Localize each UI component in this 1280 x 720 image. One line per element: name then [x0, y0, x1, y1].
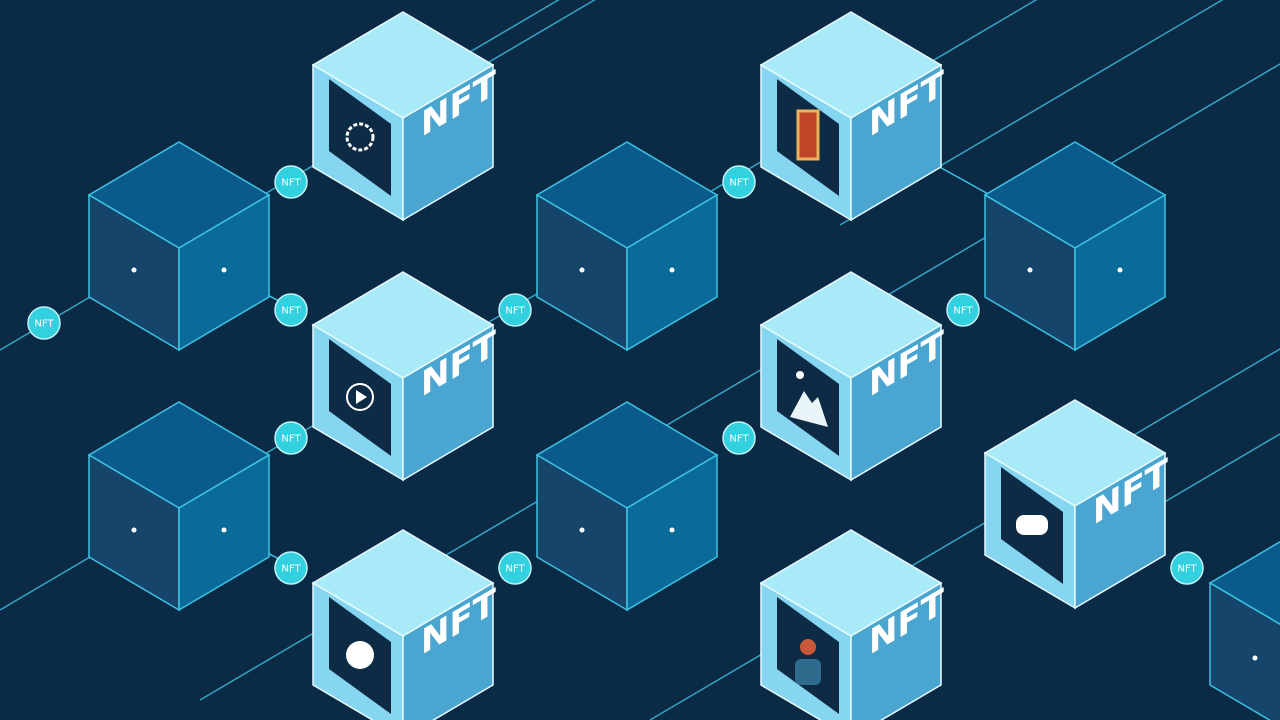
node-dot: [221, 527, 227, 533]
nft-cube: NFT: [983, 399, 1168, 610]
sun-icon: [796, 371, 804, 379]
nft-badge-circle: [498, 551, 532, 585]
image-icon: [790, 391, 828, 427]
block-cube: [535, 141, 719, 352]
gamepad-icon: [1016, 515, 1048, 535]
person-body: [795, 659, 821, 685]
cube-top-face: [1208, 540, 1280, 626]
nft-badge-label: NFT: [281, 564, 301, 575]
nft-badge-circle: [274, 293, 308, 327]
node-dot: [579, 267, 585, 273]
nft-badge-circle: [946, 293, 980, 327]
play-icon: [346, 383, 374, 411]
nft-badges: NFT NFT NFT NFT NFT NFT NFT NFT NFT NFT NFT: [27, 165, 1204, 585]
cube-right-face: [850, 63, 942, 222]
block-cube: [983, 141, 1167, 352]
block-cube: [87, 141, 271, 352]
nft-cube: NFT: [759, 271, 944, 482]
portrait-icon: [796, 109, 820, 161]
node-dot: [131, 267, 137, 273]
nft-badge-label: NFT: [729, 178, 749, 189]
nft-badge-circle: [27, 306, 61, 340]
nft-badge-label: NFT: [1177, 564, 1197, 575]
nft-cube: NFT: [311, 11, 496, 222]
nft-badge-circle: [498, 293, 532, 327]
coin-icon: [329, 79, 391, 196]
cat-icon: [346, 641, 374, 669]
nft-cube: NFT: [759, 529, 944, 720]
nft-cube: NFT: [759, 11, 944, 222]
nft-badge-circle: [274, 165, 308, 199]
block-cube: [535, 401, 719, 612]
play-triangle: [356, 390, 367, 404]
cube-right-face: [402, 63, 494, 222]
nft-badge-label: NFT: [953, 306, 973, 317]
node-dot: [669, 527, 675, 533]
nft-badge: NFT: [946, 293, 980, 327]
nft-badge: NFT: [1170, 551, 1204, 585]
node-dot: [579, 527, 585, 533]
nft-badge-label: NFT: [34, 319, 54, 330]
nft-badge: NFT: [498, 293, 532, 327]
nft-badge: NFT: [274, 421, 308, 455]
cube-right-face: [1074, 451, 1166, 610]
node-dot: [1027, 267, 1033, 273]
cube-right-face: [850, 581, 942, 720]
nft-badge-label: NFT: [505, 564, 525, 575]
nft-badge-circle: [722, 165, 756, 199]
block-cube: [1208, 540, 1280, 720]
node-dot: [221, 267, 227, 273]
nft-badge-circle: [1170, 551, 1204, 585]
connection-line: [649, 348, 1280, 720]
nft-badge-label: NFT: [729, 434, 749, 445]
cube-right-face: [402, 323, 494, 482]
nft-badge: NFT: [274, 551, 308, 585]
nft-badge: NFT: [27, 306, 61, 340]
nft-badge: NFT: [274, 165, 308, 199]
cube-left-face: [1209, 581, 1280, 720]
node-dot: [1117, 267, 1123, 273]
nft-badge-label: NFT: [281, 178, 301, 189]
nft-badge-circle: [274, 551, 308, 585]
block-cube: [87, 401, 271, 612]
nft-badge-label: NFT: [281, 434, 301, 445]
node-dot: [131, 527, 137, 533]
person-icon: [800, 639, 816, 655]
nft-badge: NFT: [722, 165, 756, 199]
nft-badge-label: NFT: [281, 306, 301, 317]
nft-cube: NFT: [311, 271, 496, 482]
nft-badge-circle: [722, 421, 756, 455]
person-icon: [777, 597, 839, 714]
nft-badge: NFT: [498, 551, 532, 585]
coin-icon: [345, 122, 375, 152]
node-dot: [1252, 655, 1258, 661]
nft-badge-label: NFT: [505, 306, 525, 317]
nft-badge-circle: [274, 421, 308, 455]
cube-right-face: [402, 581, 494, 720]
node-dot: [669, 267, 675, 273]
cube-right-face: [850, 323, 942, 482]
nft-badge: NFT: [722, 421, 756, 455]
connection-line: [839, 0, 1224, 226]
nft-cube: NFT: [311, 529, 496, 720]
nft-badge: NFT: [274, 293, 308, 327]
